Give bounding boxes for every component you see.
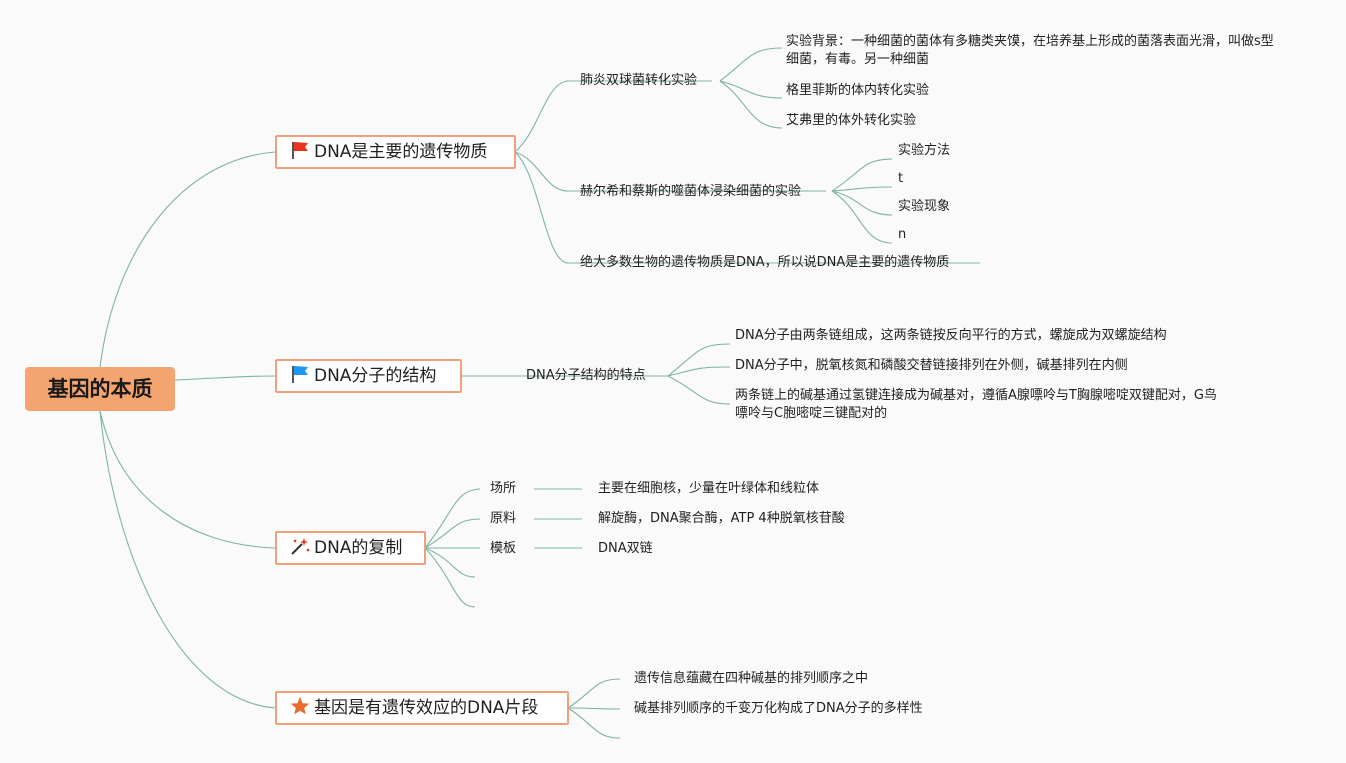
connector bbox=[831, 190, 893, 244]
branch-label: DNA的复制 bbox=[314, 538, 403, 558]
topic-dna-diversity[interactable]: 碱基排列顺序的千变万化构成了DNA分子的多样性 bbox=[634, 701, 923, 716]
connector bbox=[424, 547, 476, 578]
leaf-location-value[interactable]: 主要在细胞核，少量在叶绿体和线粒体 bbox=[598, 481, 820, 496]
connector bbox=[831, 190, 893, 216]
branch-label: 基因是有遗传效应的DNA片段 bbox=[314, 698, 539, 718]
connector bbox=[514, 151, 569, 264]
connector bbox=[99, 410, 276, 549]
connector bbox=[667, 343, 731, 377]
leaf-n[interactable]: n bbox=[898, 227, 907, 242]
leaf-griffith-experiment[interactable]: 格里菲斯的体内转化实验 bbox=[786, 83, 930, 98]
leaf-double-helix[interactable]: DNA分子由两条链组成，这两条链按反向平行的方式，螺旋成为双螺旋结构 bbox=[735, 328, 1167, 343]
connector bbox=[831, 186, 893, 192]
topic-dna-main-material-conclusion[interactable]: 绝大多数生物的遗传物质是DNA，所以说DNA是主要的遗传物质 bbox=[580, 255, 950, 270]
branch-node-gene-definition[interactable]: 基因是有遗传效应的DNA片段 bbox=[275, 691, 569, 725]
connector bbox=[514, 151, 569, 192]
leaf-materials-value[interactable]: 解旋酶，DNA聚合酶，ATP 4种脱氧核苷酸 bbox=[598, 511, 845, 526]
connector bbox=[567, 678, 621, 709]
leaf-experiment-background[interactable]: 实验背景：一种细菌的菌体有多糖类夹馍，在培养基上形成的菌落表面光滑，叫做s型细菌… bbox=[786, 34, 1274, 67]
leaf-t[interactable]: t bbox=[898, 171, 904, 186]
leaf-experiment-phenomenon[interactable]: 实验现象 bbox=[898, 199, 951, 214]
connector bbox=[567, 707, 621, 710]
leaf-backbone-arrangement[interactable]: DNA分子中，脱氧核氮和磷酸交替链接排列在外侧，碱基排列在内侧 bbox=[735, 358, 1128, 373]
branch-node-dna-replication[interactable]: DNA的复制 bbox=[275, 531, 426, 565]
connector bbox=[719, 80, 783, 129]
topic-materials[interactable]: 原料 bbox=[490, 511, 517, 526]
branch-label: DNA分子的结构 bbox=[314, 366, 437, 386]
magic-wand-icon bbox=[291, 538, 310, 555]
topic-pneumococcus-transformation[interactable]: 肺炎双球菌转化实验 bbox=[580, 73, 698, 88]
connector bbox=[174, 375, 276, 381]
branch-node-main-genetic-material[interactable]: DNA是主要的遗传物质 bbox=[275, 135, 516, 169]
connector bbox=[99, 410, 276, 709]
connector bbox=[667, 375, 731, 405]
leaf-base-pairing[interactable]: 两条链上的碱基通过氢键连接成为碱基对，遵循A腺嘌呤与T胸腺嘧啶双键配对，G鸟嘌呤… bbox=[735, 388, 1217, 421]
red-flag-icon bbox=[292, 142, 308, 159]
leaf-template-value[interactable]: DNA双链 bbox=[598, 541, 653, 556]
connector bbox=[719, 80, 783, 99]
connector bbox=[719, 47, 783, 82]
root-node[interactable]: 基因的本质 bbox=[25, 367, 175, 411]
blue-flag-icon bbox=[292, 366, 308, 383]
connector bbox=[667, 366, 731, 377]
topic-phage-experiment[interactable]: 赫尔希和蔡斯的噬菌体浸染细菌的实验 bbox=[580, 184, 802, 199]
connector bbox=[514, 80, 569, 153]
connector bbox=[424, 547, 476, 608]
topic-genetic-information[interactable]: 遗传信息蕴藏在四种碱基的排列顺序之中 bbox=[634, 671, 869, 686]
leaf-avery-experiment[interactable]: 艾弗里的体外转化实验 bbox=[786, 113, 917, 128]
connector bbox=[567, 707, 621, 739]
branch-label: DNA是主要的遗传物质 bbox=[314, 142, 488, 162]
leaf-experiment-method[interactable]: 实验方法 bbox=[898, 143, 951, 158]
connector bbox=[424, 488, 481, 549]
connector bbox=[424, 518, 481, 549]
topic-dna-structure-features[interactable]: DNA分子结构的特点 bbox=[526, 368, 646, 383]
connector bbox=[831, 158, 893, 192]
connector bbox=[99, 151, 276, 368]
branch-node-dna-structure[interactable]: DNA分子的结构 bbox=[275, 359, 462, 393]
topic-location[interactable]: 场所 bbox=[490, 481, 517, 496]
topic-template[interactable]: 模板 bbox=[490, 541, 517, 556]
star-icon bbox=[290, 697, 310, 715]
